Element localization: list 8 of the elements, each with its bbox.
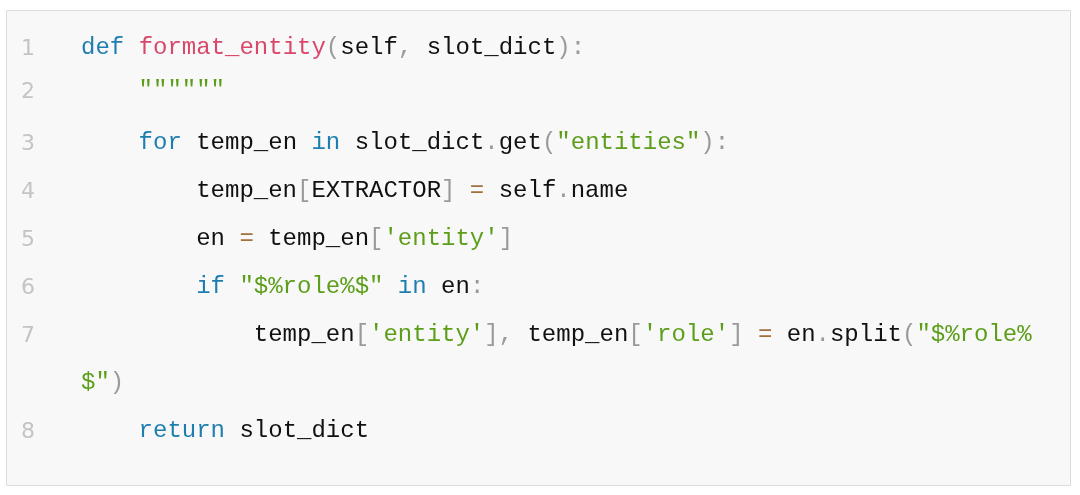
code-line: temp_en[EXTRACTOR] = self.name bbox=[195, 176, 630, 206]
code-line: for temp_en in slot_dict.get("entities"): bbox=[137, 128, 731, 158]
code-line: en = temp_en['entity'] bbox=[195, 224, 515, 254]
code-line: return slot_dict bbox=[137, 416, 371, 446]
code-line: def format_entity(self, slot_dict): bbox=[81, 33, 587, 63]
code-line: temp_en['entity'], temp_en['role'] = en.split("$%role%$") bbox=[81, 320, 1033, 398]
code-line: if "$%role%$" in en: bbox=[195, 272, 486, 302]
code-line: """""" bbox=[137, 76, 227, 106]
